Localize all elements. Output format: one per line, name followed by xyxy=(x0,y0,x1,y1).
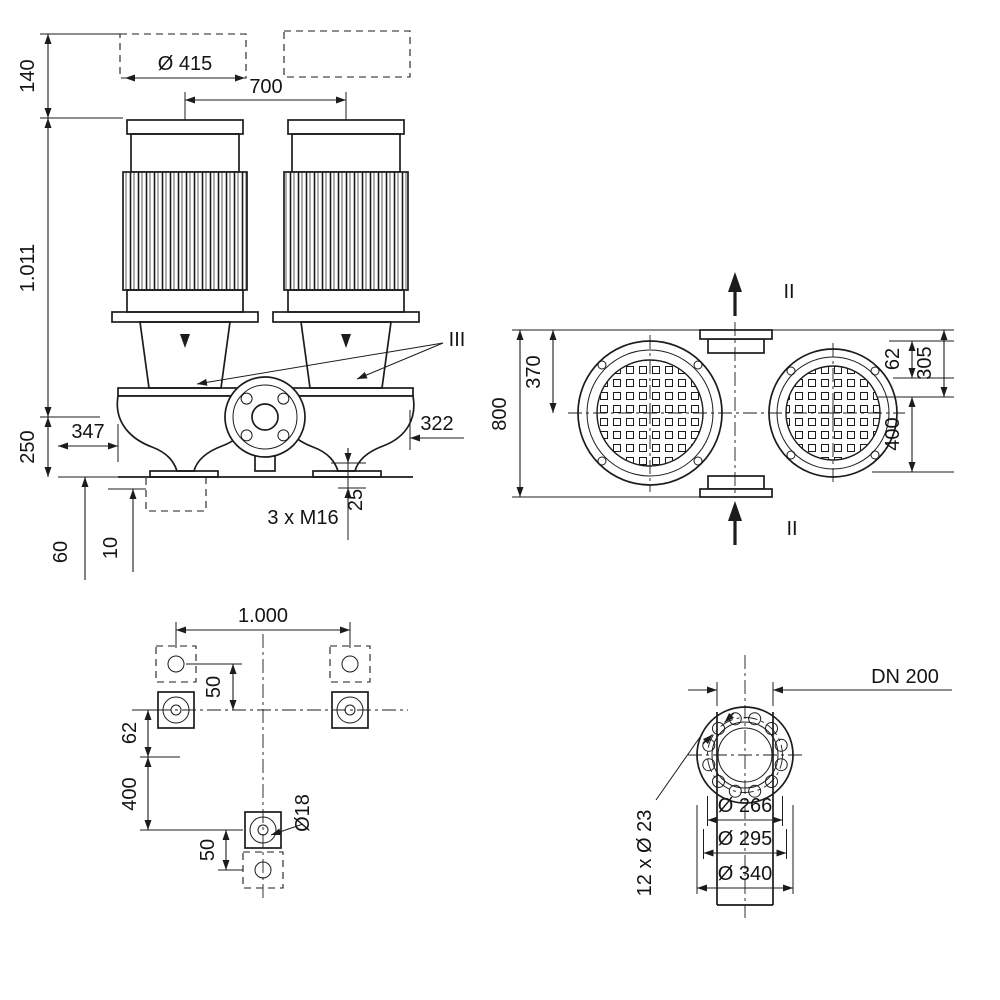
dim-label-d18: Ø18 xyxy=(292,794,314,832)
dim-label-12xd23: 12 x Ø 23 xyxy=(634,810,656,897)
motor-right xyxy=(283,119,409,313)
foundation-details xyxy=(58,448,366,580)
pipe-body xyxy=(716,712,774,906)
anchor-holes xyxy=(155,645,371,889)
section-label-II-bottom: II xyxy=(786,518,797,540)
dim-label-d340: Ø 340 xyxy=(718,863,772,885)
dim-label-d266: Ø 266 xyxy=(718,795,772,817)
end-view-centerlines xyxy=(568,322,905,498)
dim-label-140: 140 xyxy=(17,59,39,92)
dim-label-370: 370 xyxy=(523,355,545,388)
dim-label-400-end: 400 xyxy=(882,417,904,450)
dim-label-d295: Ø 295 xyxy=(718,828,772,850)
dim-label-62-plan: 62 xyxy=(119,722,141,744)
dim-label-1000: 1.000 xyxy=(238,605,288,627)
flange-view: DN 200 Ø 266 Ø 295 Ø 340 12 x Ø 23 xyxy=(634,655,952,918)
end-view-dimensions: 800 370 62 305 400 II II xyxy=(489,281,954,540)
plan-dimensions: 1.000 50 62 400 50 Ø18 xyxy=(119,605,351,871)
dim-label-d415: Ø 415 xyxy=(158,53,212,75)
motor-left xyxy=(122,119,248,313)
dim-label-62-end: 62 xyxy=(882,348,904,370)
end-view: 800 370 62 305 400 II II xyxy=(489,272,954,545)
discharge-flange-face xyxy=(224,376,306,458)
dim-label-700: 700 xyxy=(249,76,282,98)
dim-label-322: 322 xyxy=(420,413,453,435)
plan-centerlines xyxy=(132,634,408,898)
dim-label-400-plan: 400 xyxy=(119,777,141,810)
dim-label-dn200: DN 200 xyxy=(871,666,939,688)
flange-dimensions: DN 200 Ø 266 Ø 295 Ø 340 12 x Ø 23 xyxy=(634,666,952,896)
section-label-III: III xyxy=(449,329,466,351)
front-view-dimensions: 140 1.011 250 Ø 415 700 347 322 III 3 x … xyxy=(17,33,466,563)
dim-label-305: 305 xyxy=(914,346,936,379)
dim-label-50-bottom: 50 xyxy=(197,839,219,861)
dim-label-3xM16: 3 x M16 xyxy=(267,507,338,529)
dim-label-10: 10 xyxy=(100,537,122,559)
dim-label-60: 60 xyxy=(50,541,72,563)
dim-label-1011: 1.011 xyxy=(17,244,39,293)
dim-label-25: 25 xyxy=(345,489,367,511)
port-flanges xyxy=(699,329,773,498)
dim-label-347: 347 xyxy=(71,421,104,443)
front-view: 140 1.011 250 Ø 415 700 347 322 III 3 x … xyxy=(17,30,466,580)
dim-label-50-top: 50 xyxy=(203,676,225,698)
flange-face xyxy=(696,706,794,804)
flange-centerlines xyxy=(688,655,802,918)
plan-view: 1.000 50 62 400 50 Ø18 xyxy=(119,605,408,898)
section-label-II-top: II xyxy=(783,281,794,303)
dim-label-250: 250 xyxy=(17,430,39,463)
dim-label-800: 800 xyxy=(489,397,511,430)
section-arrows xyxy=(728,272,742,545)
